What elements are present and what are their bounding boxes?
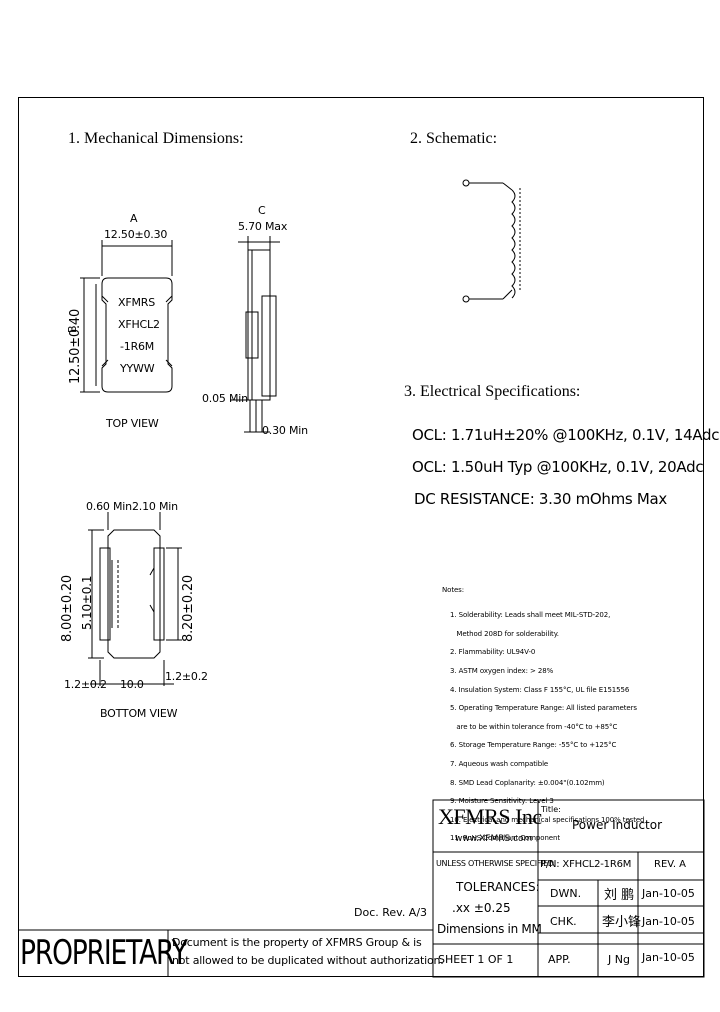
proprietary-label: PROPRIETARY xyxy=(20,933,188,973)
dimensions-in-mm: Dimensions in MM xyxy=(437,922,542,936)
dim-005-min: 0.05 Min xyxy=(202,392,248,405)
note-item: 8. SMD Lead Coplanarity: ±0.004"(0.102mm… xyxy=(450,778,605,787)
dim-a-value: 12.50±0.30 xyxy=(104,228,168,241)
bottom-view-label: BOTTOM VIEW xyxy=(100,707,178,720)
spec-line-1: OCL: 1.71uH±20% @100KHz, 0.1V, 14Adc xyxy=(412,426,720,444)
dim-100: 10.0 xyxy=(120,678,144,691)
checked-date: Jan-10-05 xyxy=(642,915,695,928)
marking-line-2: XFHCL2 xyxy=(118,318,160,331)
tolerance-value: .xx ±0.25 xyxy=(452,901,511,915)
note-item: 9. Moisture Sensitivity: Level 3 xyxy=(450,797,554,806)
part-number: P/N: XFHCL2-1R6M xyxy=(540,859,632,870)
note-item: are to be within tolerance from -40°C to… xyxy=(450,722,618,731)
dim-820: 8.20±0.20 xyxy=(181,575,196,642)
dim-030-min: 0.30 Min xyxy=(262,424,308,437)
dim-c-value: 5.70 Max xyxy=(238,220,288,233)
drawn-label: DWN. xyxy=(550,887,582,900)
proprietary-notice-line-1: Document is the property of XFMRS Group … xyxy=(172,936,422,949)
note-item: 1. Solderability: Leads shall meet MIL-S… xyxy=(450,611,611,620)
dim-800: 8.00±0.20 xyxy=(60,575,75,642)
note-item: Method 208D for solderability. xyxy=(450,629,559,638)
spec-line-2: OCL: 1.50uH Typ @100KHz, 0.1V, 20Adc xyxy=(412,458,704,476)
mechanical-dimensions-heading: 1. Mechanical Dimensions: xyxy=(68,130,244,147)
note-item: 3. ASTM oxygen index: > 28% xyxy=(450,667,554,676)
dim-060-min: 0.60 Min xyxy=(86,500,132,513)
drawn-name: 刘 鹏 xyxy=(604,888,635,903)
dim-210-min: 2.10 Min xyxy=(132,500,178,513)
revision: REV. A xyxy=(654,859,687,870)
notes-list: 1. Solderability: Leads shall meet MIL-S… xyxy=(450,602,644,853)
top-view-label: TOP VIEW xyxy=(106,417,159,430)
approved-name: J Ng xyxy=(608,953,630,966)
note-item: 5. Operating Temperature Range: All list… xyxy=(450,704,637,713)
note-item: 4. Insulation System: Class F 155°C, UL … xyxy=(450,685,630,694)
dim-a-label: A xyxy=(130,212,138,225)
marking-line-3: -1R6M xyxy=(120,340,155,353)
note-item: 7. Aqueous wash compatible xyxy=(450,760,549,769)
drawn-date: Jan-10-05 xyxy=(642,887,695,900)
notes-title: Notes: xyxy=(442,586,464,594)
drawing-frame xyxy=(18,97,704,977)
approved-date: Jan-10-05 xyxy=(642,951,695,964)
checked-label: CHK. xyxy=(550,915,577,928)
note-item: 10. Electrical and mechanical specificat… xyxy=(450,815,645,824)
doc-revision: Doc. Rev. A/3 xyxy=(354,906,428,919)
tolerances-label: TOLERANCES: xyxy=(456,880,540,894)
sheet-number: SHEET 1 OF 1 xyxy=(438,953,514,966)
electrical-specifications-heading: 3. Electrical Specifications: xyxy=(404,383,581,400)
unless-otherwise-specified: UNLESS OTHERWISE SPECIFIED xyxy=(436,859,554,868)
dim-510: 5.10±0.1 xyxy=(80,575,94,630)
marking-line-4: YYWW xyxy=(120,362,155,375)
checked-name: 李小锋 xyxy=(602,915,642,930)
spec-line-3: DC RESISTANCE: 3.30 mOhms Max xyxy=(414,490,668,508)
dim-12-left: 1.2±0.2 xyxy=(64,678,107,691)
dim-12-right: 1.2±0.2 xyxy=(165,670,208,683)
approved-label: APP. xyxy=(548,953,571,966)
dim-b-value: 12.50±0.40 xyxy=(68,308,83,384)
company-website: www.XFMRS.com xyxy=(455,834,533,844)
note-item: 2. Flammability: UL94V-0 xyxy=(450,648,536,657)
marking-line-1: XFMRS xyxy=(118,296,155,309)
note-item: 6. Storage Temperature Range: -55°C to +… xyxy=(450,741,617,750)
title-value: Power Inductor xyxy=(572,818,663,832)
dim-c-label: C xyxy=(258,204,266,217)
schematic-heading: 2. Schematic: xyxy=(410,130,498,147)
title-label: Title: xyxy=(541,805,561,814)
proprietary-notice-line-2: not allowed to be duplicated without aut… xyxy=(172,954,444,967)
company-name: XFMRS Inc xyxy=(438,804,542,829)
note-item: 11. RoHS Compliant Component xyxy=(450,834,560,843)
